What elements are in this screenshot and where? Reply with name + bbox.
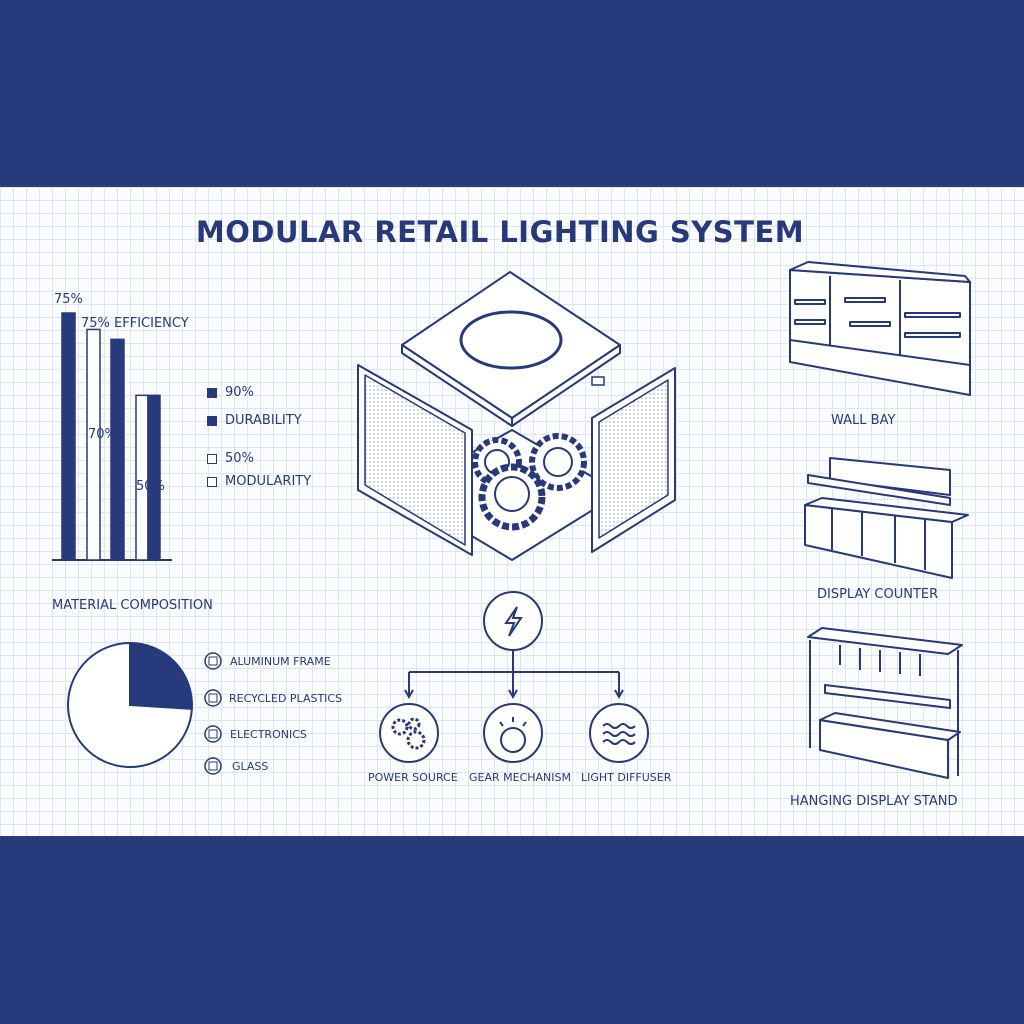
hanging-display-stand-label: HANGING DISPLAY STAND — [790, 794, 958, 809]
bar-label-50: 50% — [136, 479, 165, 494]
power-source-label: POWER SOURCE — [368, 771, 458, 784]
legend-50: 50% — [225, 451, 254, 466]
pie-legend-electronics: ELECTRONICS — [230, 728, 307, 741]
wall-bay-label: WALL BAY — [831, 413, 896, 428]
lightning-icon — [504, 606, 523, 637]
pie-legend-plastics: RECYCLED PLASTICS — [229, 692, 343, 705]
bar — [147, 394, 161, 561]
power-source-node — [379, 703, 439, 763]
bulb-icon — [499, 717, 527, 753]
light-ring — [459, 310, 563, 370]
pie-title: MATERIAL COMPOSITION — [52, 598, 213, 613]
page-title: MODULAR RETAIL LIGHTING SYSTEM — [195, 215, 805, 249]
legend-durability: DURABILITY — [225, 413, 302, 428]
bar-top-label: 75% — [54, 292, 83, 307]
legend-swatch-filled — [207, 388, 217, 398]
legend-modularity: MODULARITY — [225, 474, 312, 489]
bar — [86, 328, 101, 561]
legend-swatch-outline — [207, 454, 217, 464]
hanging-stand-sketch — [807, 627, 963, 779]
waves-icon — [602, 723, 636, 745]
bottom-band — [0, 836, 1024, 1024]
left-diffuser-mesh — [364, 374, 466, 546]
legend-swatch-outline — [207, 477, 217, 487]
display-counter-sketch — [804, 457, 969, 579]
right-diffuser-mesh — [598, 379, 669, 539]
light-diffuser-label: LIGHT DIFFUSER — [581, 771, 672, 784]
plastic-icon-glyph — [208, 693, 218, 703]
gear-mechanism-node — [483, 703, 543, 763]
glass-icon-glyph — [208, 761, 218, 771]
gears-icon — [472, 433, 587, 531]
gear-mechanism-label: GEAR MECHANISM — [469, 771, 572, 784]
gears-icon — [391, 717, 426, 750]
pie-slice — [67, 641, 193, 768]
wall-bay-sketch — [789, 261, 971, 396]
bar-label-70: 70% — [88, 427, 117, 442]
pie-slice — [129, 641, 193, 710]
chip-icon — [591, 376, 605, 386]
bar — [110, 338, 125, 561]
pie-legend-aluminum: ALUMINUM FRAME — [230, 655, 331, 668]
top-panel-edge — [511, 344, 621, 427]
frame-icon-glyph — [208, 656, 218, 666]
efficiency-label: 75% EFFICIENCY — [81, 316, 189, 331]
bar — [61, 312, 76, 561]
legend-90: 90% — [225, 385, 254, 400]
legend-swatch-filled — [207, 416, 217, 426]
pie-legend-glass: GLASS — [232, 760, 269, 773]
electronics-icon-glyph — [208, 729, 218, 739]
display-counter-label: DISPLAY COUNTER — [817, 587, 939, 602]
top-band — [0, 0, 1024, 187]
